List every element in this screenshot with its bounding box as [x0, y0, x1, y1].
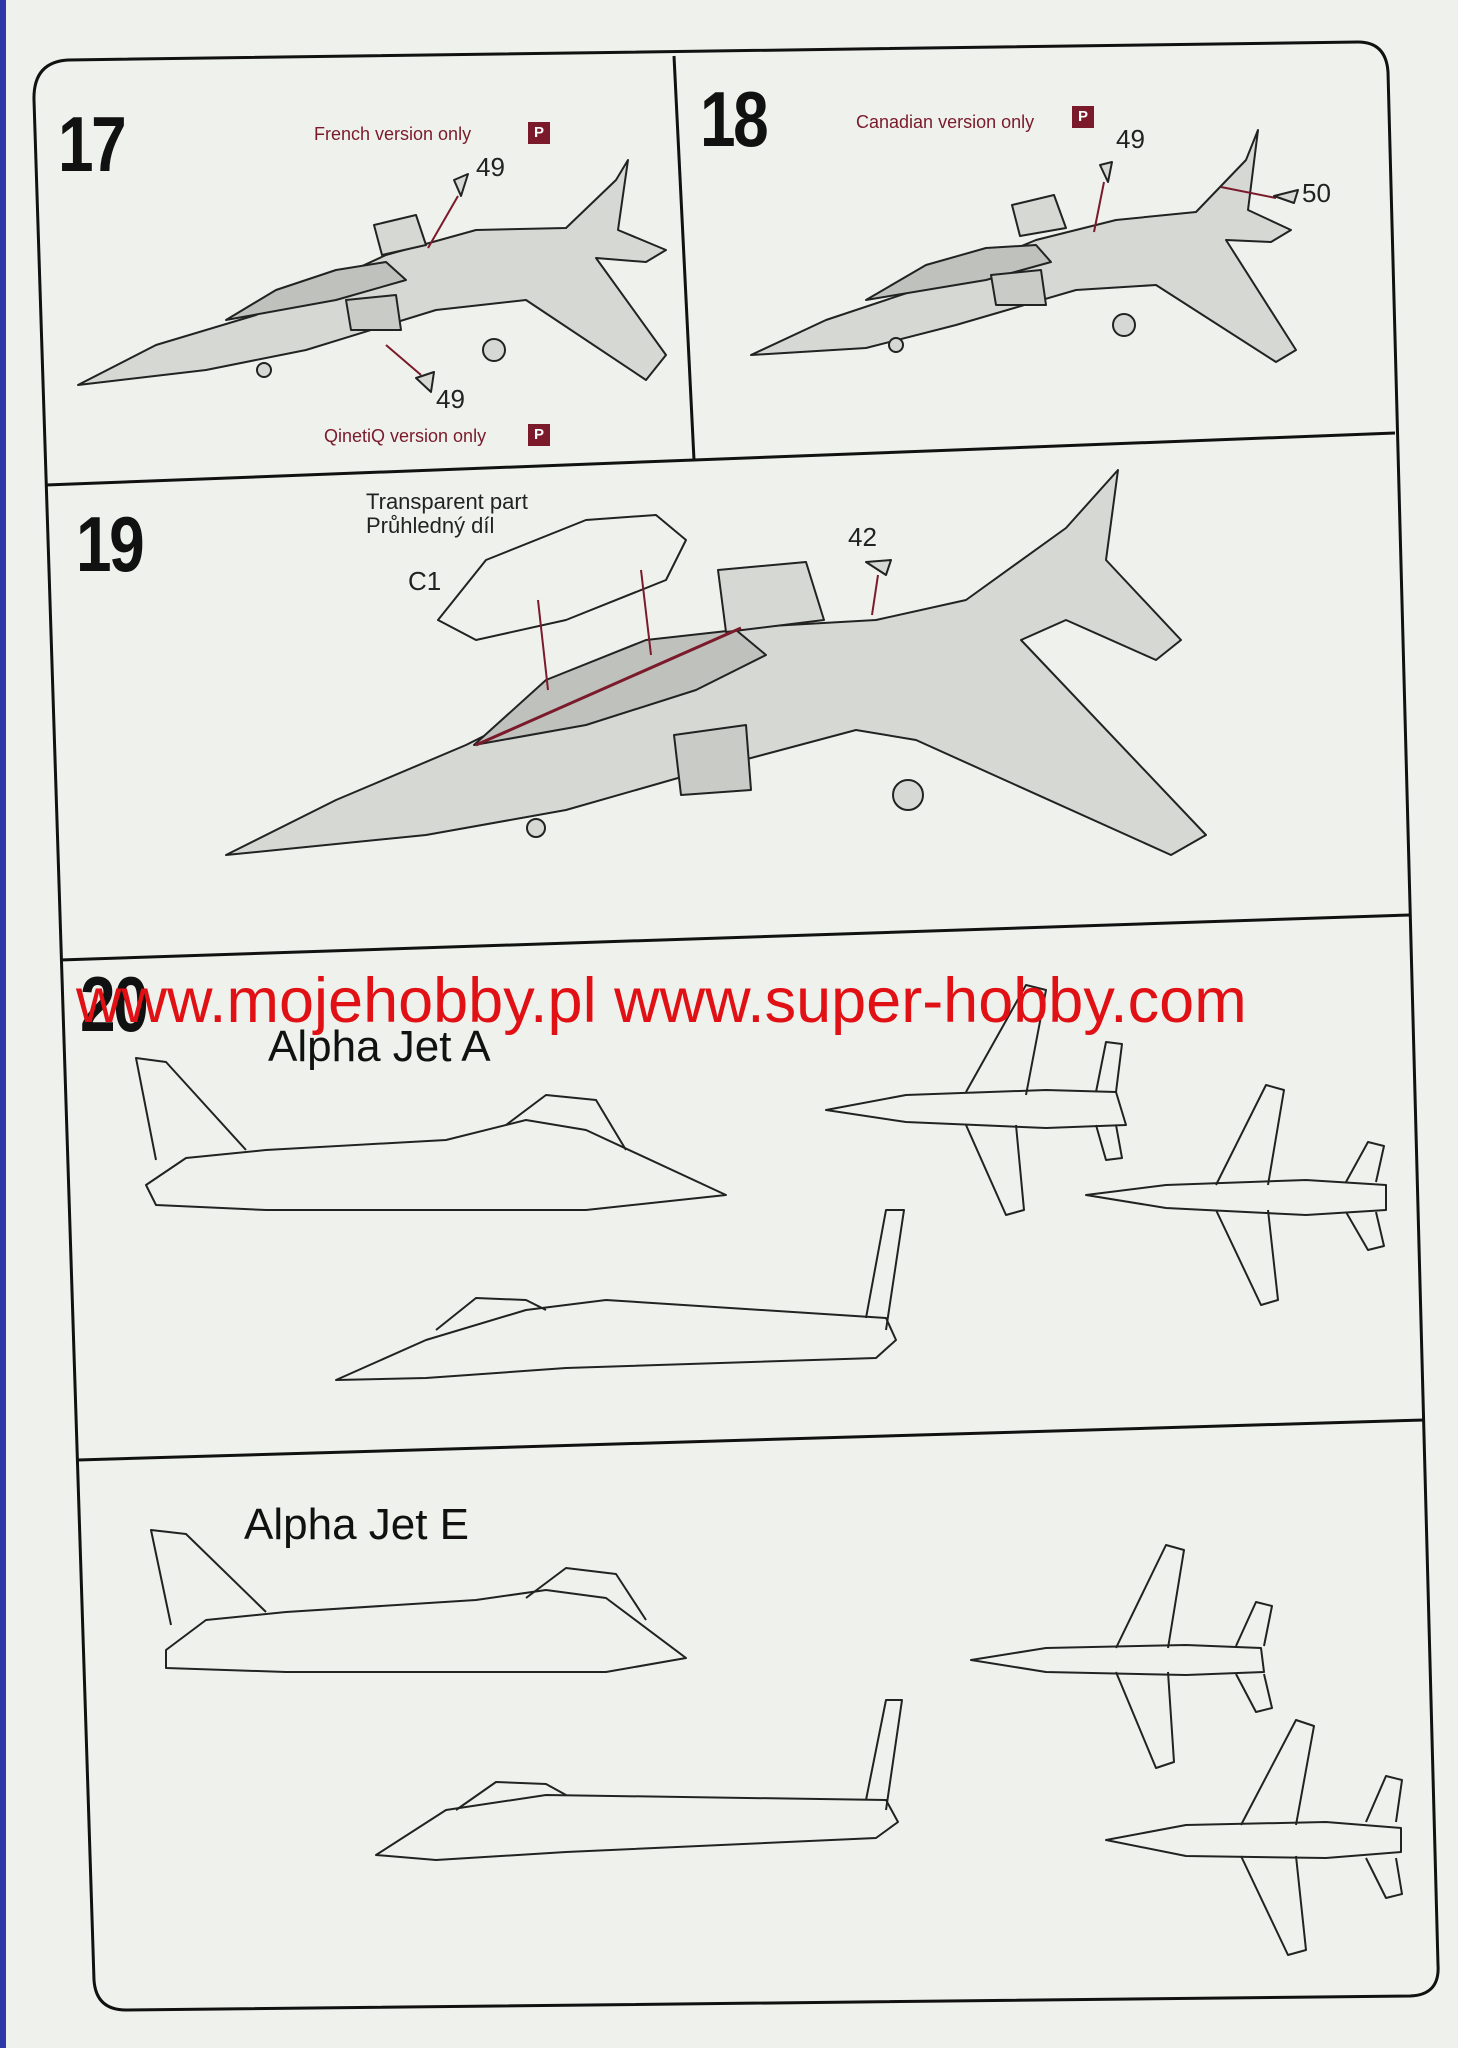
side-view-alpha-jet-e: [150, 1529, 687, 1673]
line-art: [77, 129, 1403, 1956]
paint-tag-icon: P: [528, 424, 550, 446]
watermark: www.mojehobby.pl www.super-hobby.com: [76, 966, 1247, 1036]
panel-frame: [32, 40, 1440, 2012]
instruction-sheet: 17 French version only P 49 49 QinetiQ v…: [6, 0, 1458, 2048]
variant-title: Alpha Jet A: [268, 1022, 491, 1071]
version-note: QinetiQ version only: [324, 426, 487, 446]
paint-tag-icon: P: [528, 122, 550, 144]
jet-illustration: [750, 129, 1299, 363]
paint-tag-icon: P: [1072, 106, 1094, 128]
top-view-alpha-jet-a: [1085, 1084, 1387, 1306]
variant-title: Alpha Jet E: [244, 1500, 470, 1549]
step-number: 18: [700, 75, 769, 163]
step-number: 20: [80, 960, 149, 1048]
jet-illustration: [77, 159, 667, 393]
part-number: 50: [1302, 178, 1331, 208]
part-number: 49: [1116, 124, 1145, 154]
side-view-alpha-jet-a: [135, 1057, 727, 1211]
part-number: 42: [848, 522, 877, 552]
top-view-alpha-jet-a: [825, 984, 1127, 1216]
version-note: Canadian version only: [856, 112, 1035, 132]
side-view-alpha-jet-a: [335, 1209, 905, 1381]
step-number: 19: [76, 500, 145, 588]
part-number: C1: [408, 566, 442, 596]
jet-illustration: [225, 469, 1207, 856]
version-note: French version only: [314, 124, 472, 144]
part-number: 49: [476, 152, 505, 182]
top-view-alpha-jet-e: [1105, 1719, 1403, 1956]
part-number: 49: [436, 384, 465, 414]
step-number: 17: [58, 100, 127, 188]
transparent-part-label: Transparent part Průhledný díl: [366, 489, 528, 539]
transparent-label-cz: Průhledný díl: [366, 513, 495, 539]
transparent-label-en: Transparent part: [366, 489, 528, 514]
top-view-alpha-jet-e: [970, 1544, 1273, 1769]
side-view-alpha-jet-e: [375, 1699, 903, 1861]
